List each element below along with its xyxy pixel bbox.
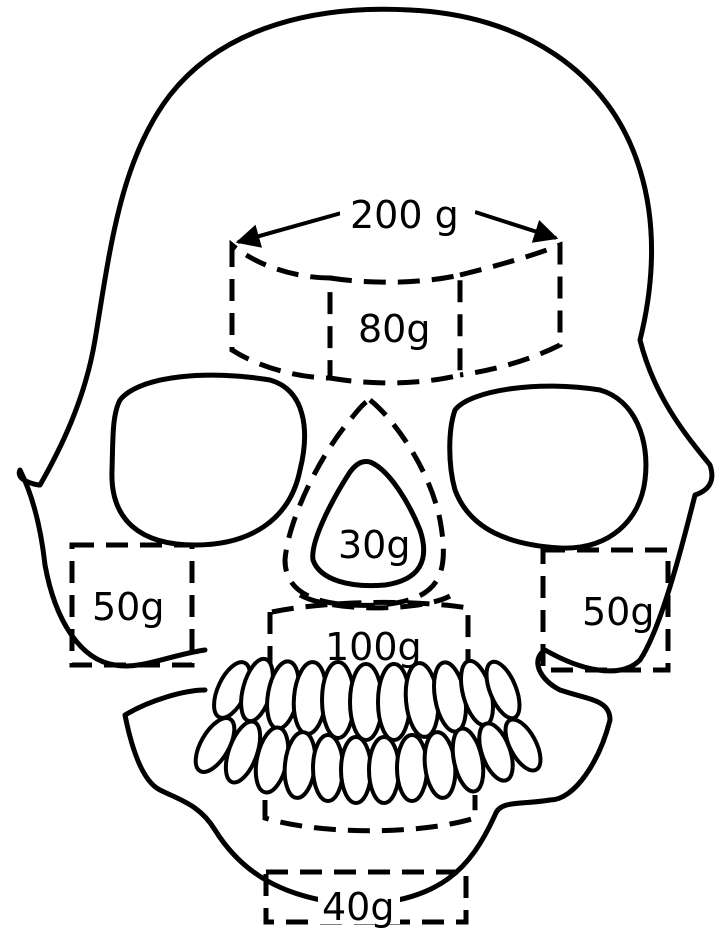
right-orbit: [450, 386, 646, 548]
lower-jaw-region-boundary: [265, 795, 475, 831]
forehead-span-arrow-left: [238, 212, 345, 242]
tooth: [369, 737, 399, 803]
tooth: [341, 737, 371, 803]
forehead-region-box: [232, 245, 330, 378]
forehead-weight-label: 80g: [358, 307, 430, 351]
upper-jaw-weight-label: 100g: [325, 625, 422, 669]
nasal-region-boundary: [285, 400, 443, 605]
chin-weight-label: 40g: [322, 885, 394, 929]
left-cheek-weight-label: 50g: [92, 585, 164, 629]
total-weight-label: 200 g: [350, 193, 459, 237]
right-cheek-weight-label: 50g: [582, 590, 654, 634]
tooth: [397, 735, 427, 801]
forehead-span-arrow-right: [475, 212, 556, 238]
nasal-weight-label: 30g: [338, 523, 410, 567]
forehead-region-box-right: [460, 245, 560, 375]
tooth: [313, 735, 343, 801]
left-orbit: [112, 375, 305, 545]
